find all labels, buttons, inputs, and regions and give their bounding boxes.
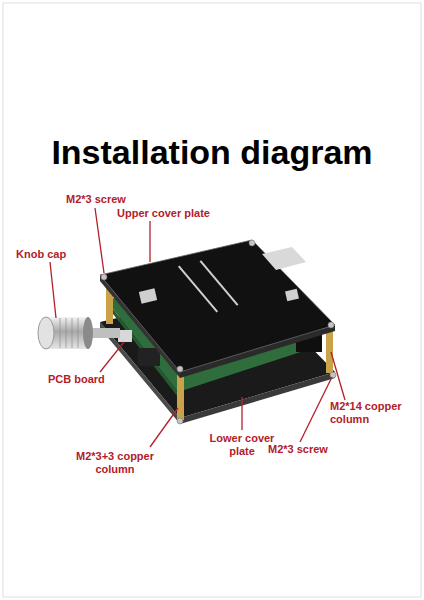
pot-base: [118, 330, 132, 342]
copper-column: [177, 374, 184, 420]
audio-jack: [138, 348, 160, 366]
copper-column: [326, 327, 333, 373]
part-label: Lower cover plate: [205, 432, 279, 458]
part-label: M2*3+3 copper column: [72, 450, 158, 476]
knurling: [60, 318, 78, 348]
screws: [101, 240, 336, 424]
part-label: PCB board: [48, 373, 118, 386]
frame: [3, 3, 421, 597]
knob-face: [38, 317, 54, 349]
knob-back: [83, 317, 93, 349]
part-label: Knob cap: [16, 248, 86, 261]
part-label: M2*3 screw: [66, 193, 146, 206]
part-label: Upper cover plate: [117, 207, 237, 220]
plate-cutout: [262, 247, 306, 270]
part-label: M2*3 screw: [268, 443, 348, 456]
title: Installation diagram: [0, 132, 424, 173]
plate-markings: [139, 260, 299, 312]
part-label: M2*14 copper column: [330, 400, 414, 426]
upper-plate: [100, 240, 335, 372]
leader-lines: [50, 208, 345, 447]
